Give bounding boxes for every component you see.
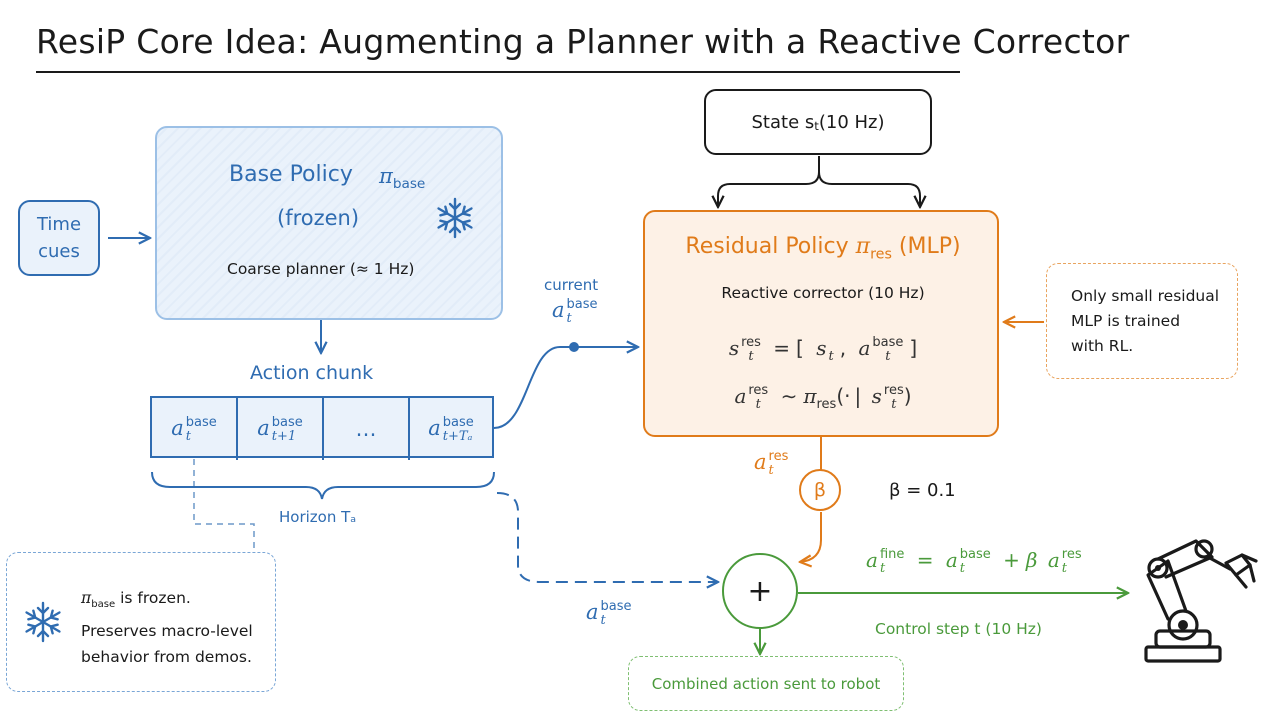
snowflake-icon (25, 601, 61, 643)
control-step-label: Control step t (10 Hz) (875, 620, 1042, 638)
dashed-base-to-sum (496, 492, 718, 582)
residual-policy-box: Residual Policy πres (MLP) Reactive corr… (643, 210, 999, 437)
chunk-cell: … (324, 398, 410, 460)
arrow-chunk-to-residual (493, 347, 638, 429)
dashed-link-frozen-note (193, 459, 255, 552)
trained-note-box: Only small residual MLP is trained with … (1046, 263, 1238, 379)
base-policy-symbol: πbase (379, 164, 426, 193)
base-policy-desc: Coarse planner (≈ 1 Hz) (227, 260, 415, 278)
time-cues-line2: cues (38, 241, 80, 262)
sum-node: + (722, 553, 798, 629)
base-policy-status: (frozen) (277, 206, 360, 230)
action-chunk-title: Action chunk (250, 362, 374, 384)
frozen-note-box: πbase is frozen. Preserves macro-level b… (6, 552, 276, 692)
arrow-state-split (718, 156, 820, 207)
combined-action-box: Combined action sent to robot (628, 656, 904, 711)
beta-value: β = 0.1 (889, 480, 956, 501)
time-cues-line1: Time (36, 214, 82, 235)
title-underline (36, 71, 960, 73)
base-policy-box: Base Policy πbase (frozen) Coarse planne… (155, 126, 503, 320)
residual-policy-title: Residual Policy πres (MLP) (685, 234, 961, 263)
robot-arm-icon (1144, 539, 1258, 663)
horizon-label: Horizon Tₐ (279, 508, 357, 526)
frozen-note-text: πbase is frozen. Preserves macro-level b… (81, 589, 253, 667)
time-cues-box: Time cues (18, 200, 100, 276)
horizon-brace (151, 471, 495, 500)
current-label: current (544, 276, 599, 294)
snowflake-icon (437, 197, 473, 239)
base-policy-title: Base Policy (229, 162, 353, 187)
page-title: ResiP Core Idea: Augmenting a Planner wi… (36, 22, 1130, 61)
beta-node: β (799, 469, 841, 511)
arrow-beta-to-sum (800, 512, 822, 562)
residual-policy-desc: Reactive corrector (10 Hz) (721, 284, 925, 302)
current-action-dot (569, 342, 579, 352)
